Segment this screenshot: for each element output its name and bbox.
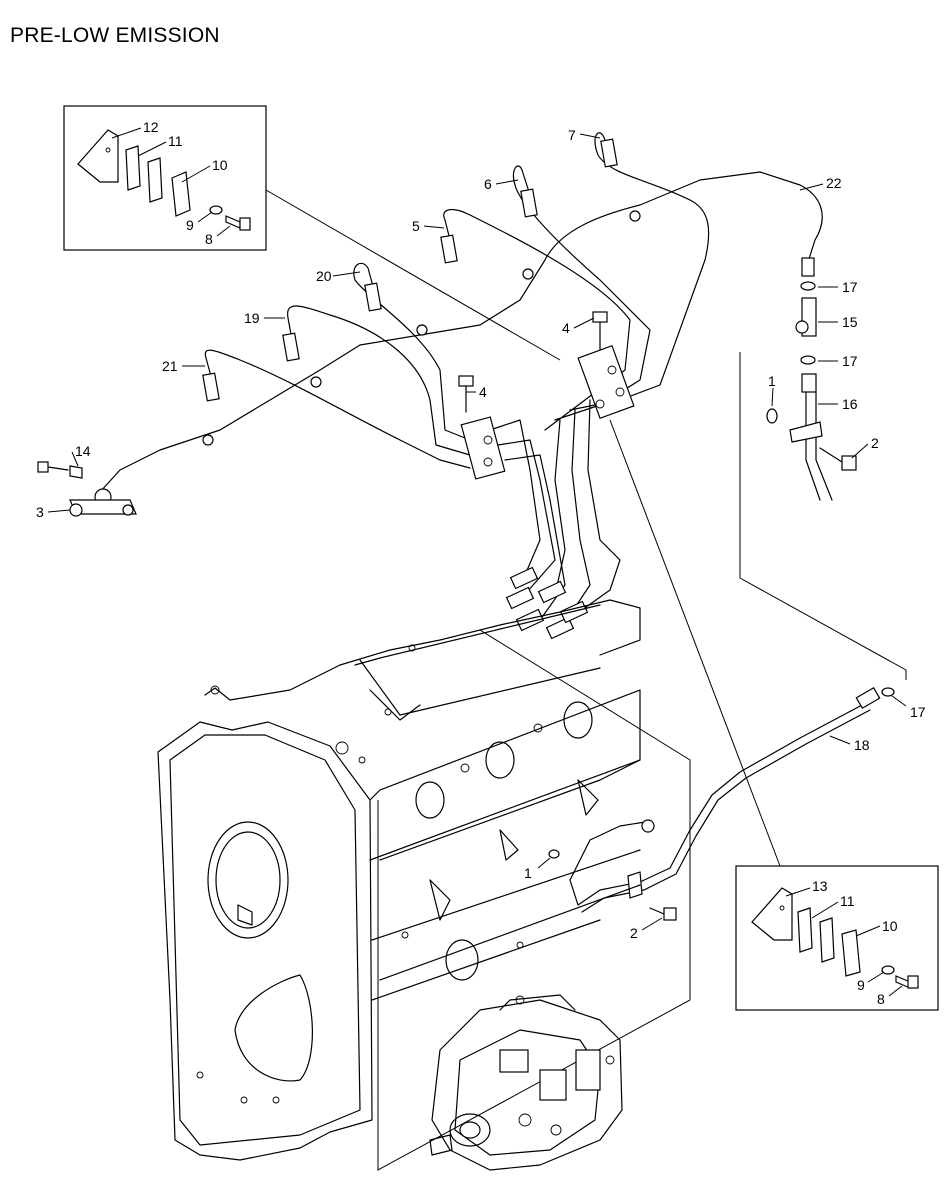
callout-labels: 12 11 10 9 8 7 6 5 22 20 19 21 4 4 17 15… <box>36 119 926 1007</box>
callout-9: 9 <box>857 977 865 993</box>
callout-12: 12 <box>143 119 159 135</box>
callout-1: 1 <box>524 865 532 881</box>
callout-13: 13 <box>812 878 828 894</box>
leak-off-end-fitting <box>37 461 137 517</box>
callout-16: 16 <box>842 396 858 412</box>
callout-20: 20 <box>316 268 332 284</box>
callout-6: 6 <box>484 176 492 192</box>
callout-22: 22 <box>826 175 842 191</box>
callout-14: 14 <box>75 443 91 459</box>
inset-box-top-left <box>63 105 267 251</box>
callout-19: 19 <box>244 310 260 326</box>
guide-lines <box>265 189 907 1171</box>
callout-15: 15 <box>842 314 858 330</box>
page-title: PRE-LOW EMISSION <box>10 24 220 47</box>
callout-4: 4 <box>479 384 487 400</box>
engine-block <box>157 599 641 1161</box>
callout-10: 10 <box>212 157 228 173</box>
callout-11: 11 <box>840 893 855 909</box>
callout-9: 9 <box>186 217 194 233</box>
callout-18: 18 <box>854 737 870 753</box>
callout-8: 8 <box>877 991 885 1007</box>
callout-1: 1 <box>768 373 776 389</box>
callout-4: 4 <box>562 320 570 336</box>
callout-11: 11 <box>168 133 183 149</box>
callout-2: 2 <box>871 435 879 451</box>
callout-5: 5 <box>412 218 420 234</box>
return-pipe-18 <box>548 686 895 921</box>
callout-17: 17 <box>910 704 926 720</box>
callout-21: 21 <box>162 358 178 374</box>
callout-8: 8 <box>205 231 213 247</box>
callout-10: 10 <box>882 918 898 934</box>
callout-17: 17 <box>842 353 858 369</box>
injection-pump <box>429 994 623 1171</box>
callout-17: 17 <box>842 279 858 295</box>
return-fitting-assembly <box>766 281 857 501</box>
callout-7: 7 <box>568 127 576 143</box>
callout-2: 2 <box>630 925 638 941</box>
pipe-clamps <box>458 311 635 480</box>
callout-3: 3 <box>36 504 44 520</box>
inset-box-bottom-right <box>735 865 939 1011</box>
callout-leaders <box>47 127 907 997</box>
